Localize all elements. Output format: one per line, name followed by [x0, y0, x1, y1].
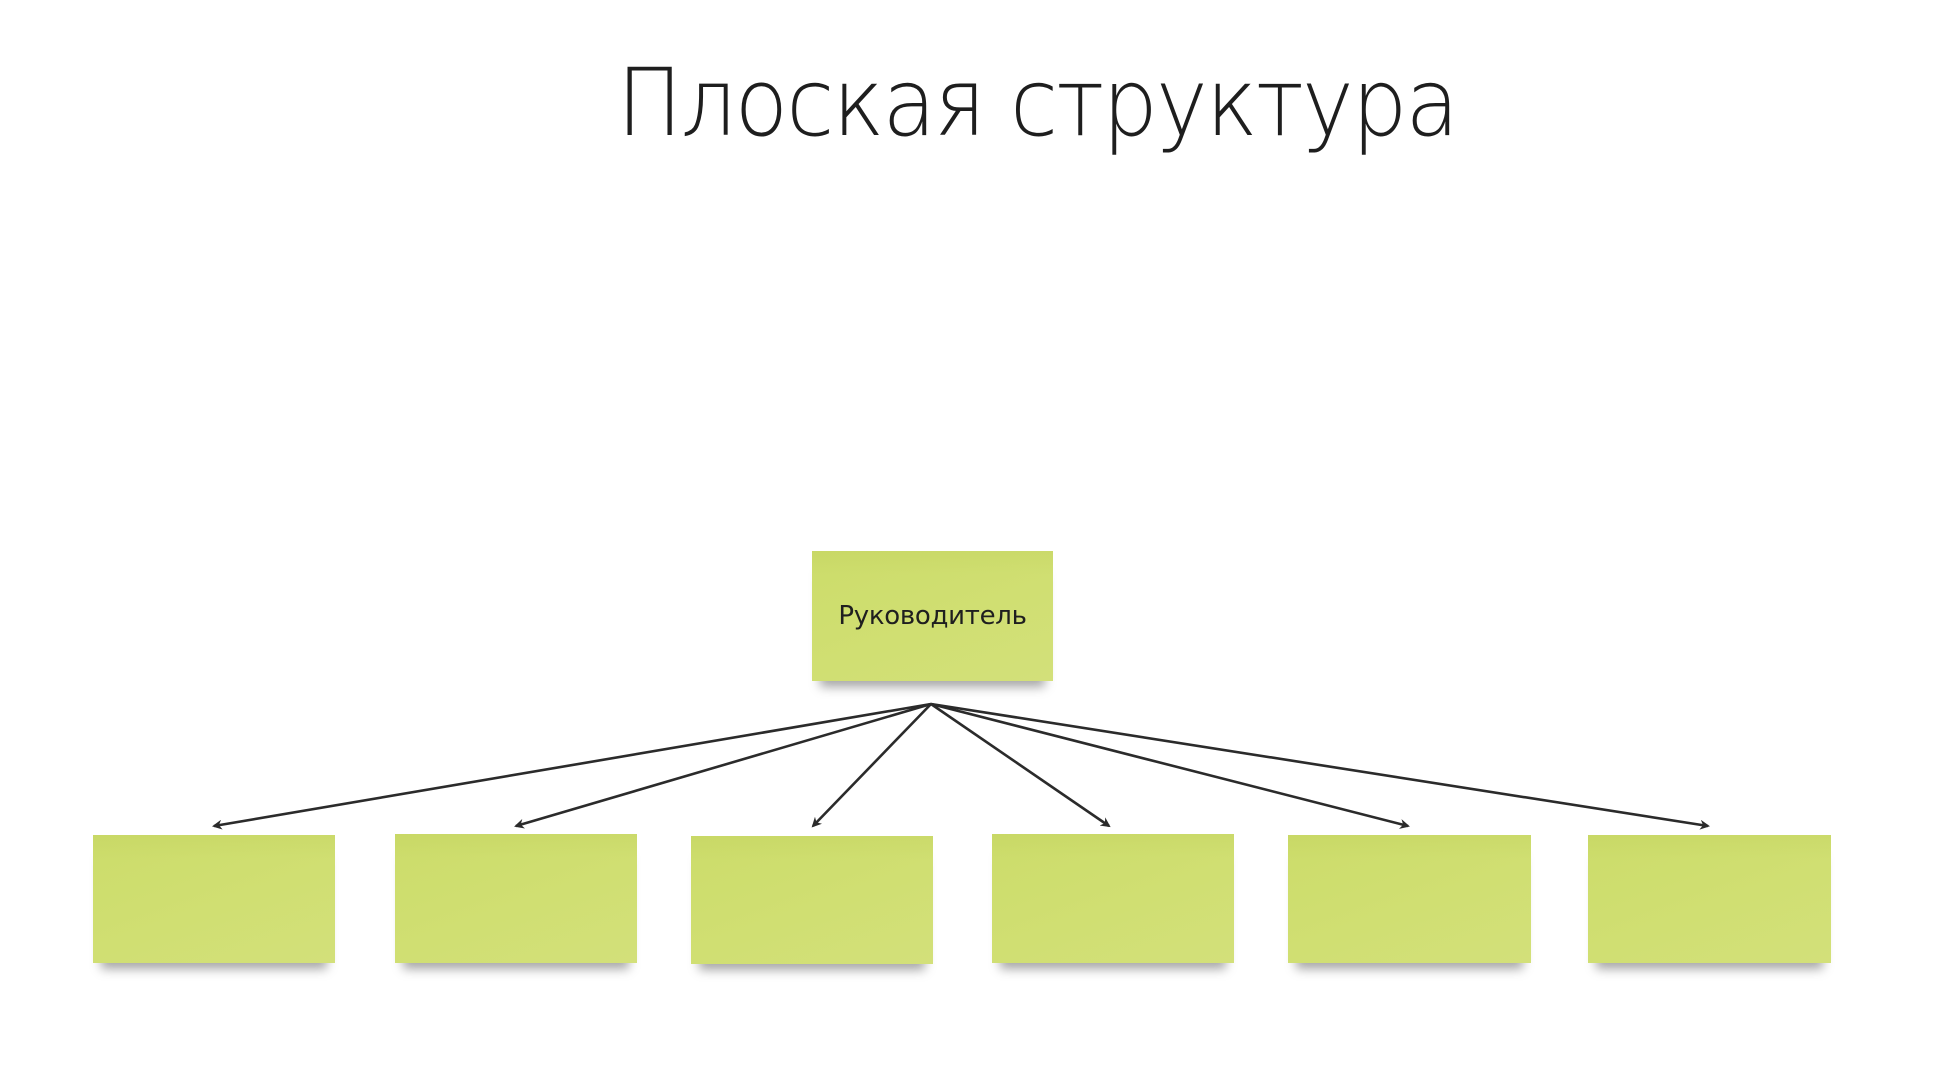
arrow-to-child-2	[514, 702, 932, 829]
child-note-4[interactable]	[992, 834, 1234, 963]
arrow-to-child-1	[212, 702, 932, 830]
arrow-to-child-3	[811, 703, 932, 828]
child-note-4-label	[992, 834, 1234, 963]
child-note-3[interactable]	[691, 836, 933, 964]
child-note-3-label	[691, 836, 933, 964]
child-note-2-label	[395, 834, 637, 963]
child-note-5[interactable]	[1288, 835, 1531, 963]
child-note-2[interactable]	[395, 834, 637, 963]
arrow-to-child-4	[930, 702, 1111, 828]
root-note[interactable]: Руководитель	[812, 551, 1053, 681]
child-note-6[interactable]	[1588, 835, 1831, 963]
child-note-5-label	[1288, 835, 1531, 963]
child-note-1[interactable]	[93, 835, 335, 963]
arrow-to-child-6	[930, 702, 1710, 830]
child-note-6-label	[1588, 835, 1831, 963]
child-note-1-label	[93, 835, 335, 963]
diagram-title: Плоская структура	[616, 49, 1459, 158]
arrow-to-child-5	[930, 702, 1410, 829]
root-note-label: Руководитель	[838, 601, 1027, 631]
